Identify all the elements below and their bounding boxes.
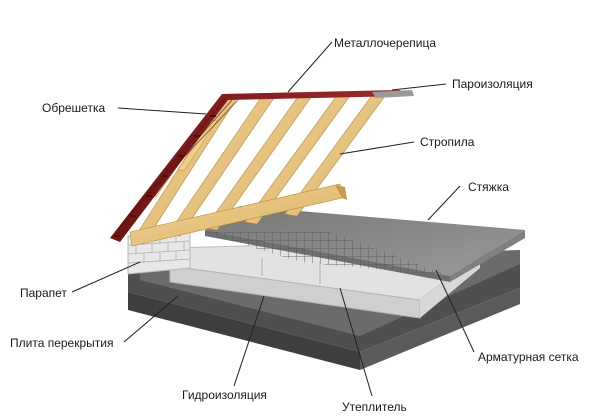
- leader-screed: [427, 185, 461, 221]
- label-parapet: Парапет: [20, 286, 67, 300]
- label-floor-slab: Плита перекрытия: [10, 336, 114, 350]
- label-lathing: Обрешетка: [42, 101, 106, 115]
- label-rafters: Стропила: [420, 135, 475, 149]
- leader-insulation: [339, 287, 373, 397]
- leader-parapet: [71, 261, 141, 293]
- leader-rebar-mesh: [435, 269, 475, 353]
- label-insulation: Утеплитель: [342, 400, 407, 414]
- label-metal-tile: Металлочерепица: [334, 36, 437, 50]
- leader-lines: [71, 41, 475, 397]
- label-waterproofing: Гидроизоляция: [182, 388, 267, 402]
- leader-lathing: [117, 107, 207, 115]
- rebar-mesh-layer: [205, 232, 450, 276]
- label-rebar-mesh: Арматурная сетка: [478, 350, 579, 364]
- leader-metal-tile: [287, 41, 333, 93]
- leader-vapor-barrier: [391, 83, 447, 91]
- leader-rafters: [339, 141, 415, 155]
- leader-floor-slab: [123, 295, 179, 343]
- vapor-barrier-layer: [372, 90, 414, 98]
- label-screed: Стяжка: [468, 180, 509, 194]
- label-vapor-barrier: Пароизоляция: [452, 77, 533, 91]
- metal-tile-roof: [110, 90, 406, 242]
- bottom-beam: [129, 183, 347, 247]
- leader-waterproofing: [233, 295, 265, 387]
